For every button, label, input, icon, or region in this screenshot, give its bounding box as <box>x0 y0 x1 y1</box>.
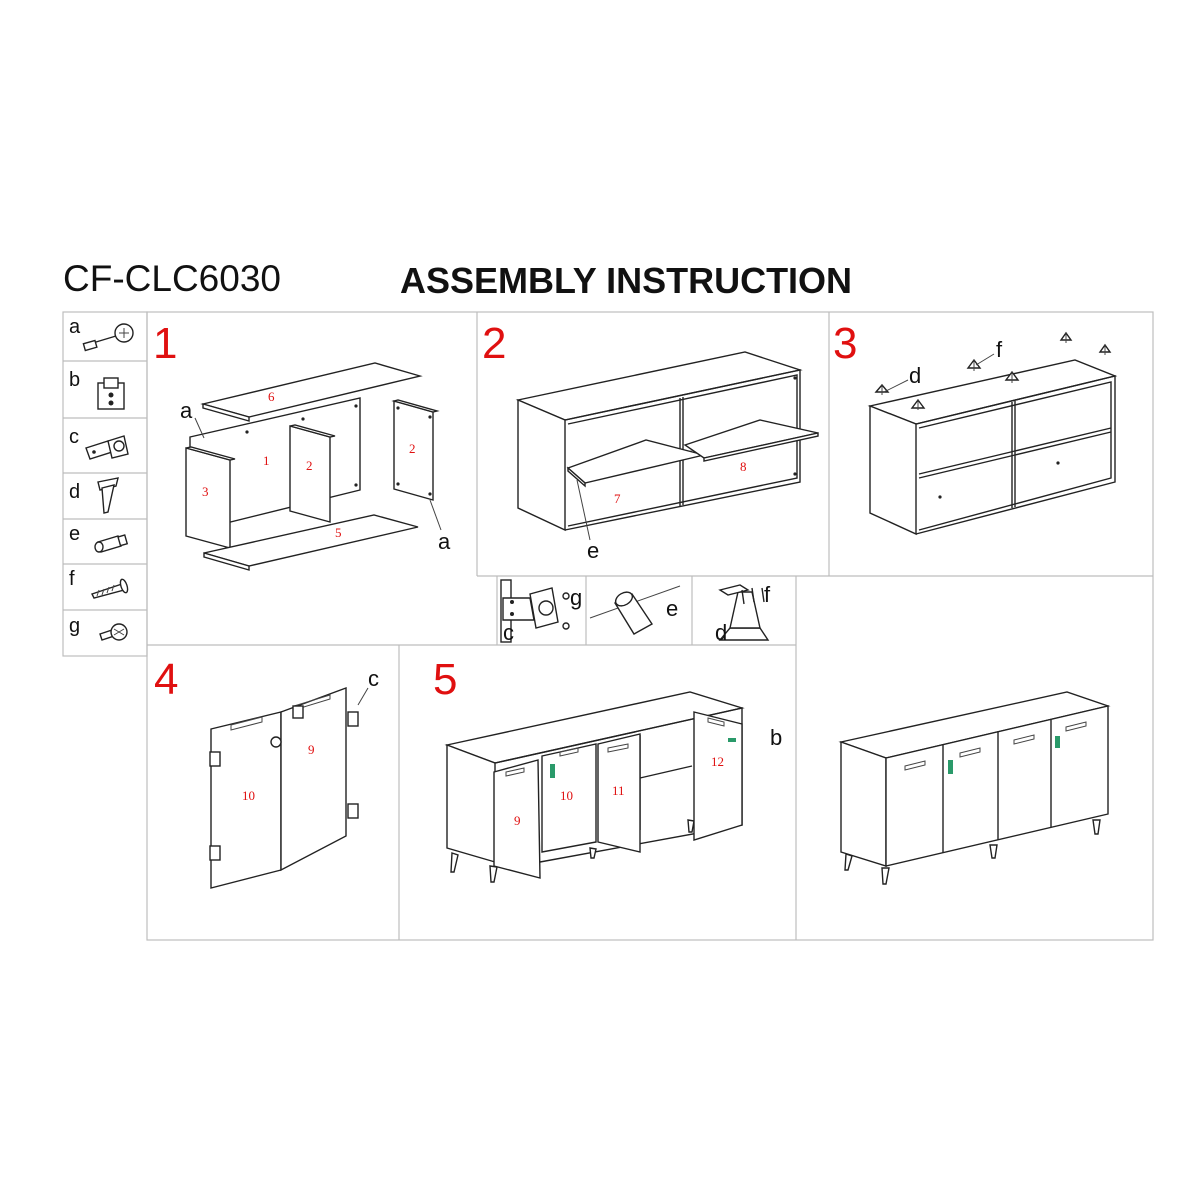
step-1: 1 6 1 3 2 2 5 a a <box>153 319 451 571</box>
part-label: 5 <box>335 525 342 540</box>
key-lock <box>948 760 953 774</box>
hardware-g: g <box>69 615 128 641</box>
hardware-d: d <box>69 477 119 514</box>
hardware-callout: b <box>770 725 782 750</box>
step-2: 2 7 8 e <box>482 319 819 563</box>
step-number: 2 <box>482 319 506 368</box>
part-2-divider-panel <box>289 425 331 523</box>
part-label: 7 <box>614 491 621 506</box>
hardware-letter: c <box>69 426 79 448</box>
dowel-icon <box>94 534 129 553</box>
part-label: 12 <box>711 754 724 769</box>
door-handle <box>904 760 926 771</box>
short-screw-icon <box>99 623 128 641</box>
cabinet-side <box>840 741 887 867</box>
hinge-plate-icon <box>97 377 125 410</box>
leg <box>489 865 498 883</box>
hinge-icon <box>502 587 559 629</box>
cam-lock-bolt-icon <box>82 323 134 352</box>
detail-leg: f d <box>715 582 771 645</box>
key-lock <box>1055 736 1060 748</box>
step-3: 3 d f <box>833 319 1118 536</box>
cabinet-side <box>517 398 566 532</box>
detail-hinge: g c <box>500 579 582 645</box>
hardware-callout: f <box>764 582 771 607</box>
hardware-callout: a <box>438 529 451 554</box>
part-label: 1 <box>263 453 270 468</box>
door-handle <box>1065 721 1087 732</box>
part-label: 3 <box>202 484 209 499</box>
hardware-b: b <box>69 369 125 410</box>
hardware-callout: f <box>996 337 1003 362</box>
hardware-letter: g <box>69 615 80 637</box>
panel-grid <box>62 311 1154 941</box>
hardware-letter: e <box>69 523 80 545</box>
hinge-icon <box>85 435 129 460</box>
door-handle <box>1013 734 1035 745</box>
leg <box>881 867 890 885</box>
part-label: 11 <box>612 783 625 798</box>
door-9 <box>280 686 347 872</box>
part-label: 2 <box>409 441 416 456</box>
cabinet-front <box>885 705 1109 867</box>
part-label: 10 <box>242 788 255 803</box>
leg <box>589 847 597 859</box>
step-5: 5 9 10 11 12 b <box>433 655 782 883</box>
step-number: 4 <box>154 655 178 704</box>
part-label: 8 <box>740 459 747 474</box>
hinge-icon <box>209 705 359 861</box>
hardware-e: e <box>69 523 129 553</box>
hardware-c: c <box>69 426 129 460</box>
hardware-letter: b <box>69 369 80 391</box>
cabinet-leg-icon <box>718 584 770 641</box>
hardware-letter: f <box>69 568 75 590</box>
hardware-letter: d <box>69 481 80 503</box>
dowel-icon <box>614 591 654 635</box>
part-label: 6 <box>268 389 275 404</box>
leg <box>687 819 695 833</box>
leg <box>844 853 853 871</box>
door-9 <box>493 759 541 879</box>
step-number: 5 <box>433 655 457 704</box>
hardware-callout: g <box>570 585 582 610</box>
step-number: 1 <box>153 319 177 368</box>
part-label: 10 <box>560 788 573 803</box>
detail-dowel: e <box>589 585 681 635</box>
door-12 <box>693 711 743 841</box>
step-number: 3 <box>833 319 857 368</box>
part-label: 9 <box>514 813 521 828</box>
cabinet-leg-icon <box>874 331 1112 410</box>
cabinet-side <box>446 743 496 863</box>
step-4: 4 10 9 c <box>154 655 379 889</box>
part-label: 9 <box>308 742 315 757</box>
part-5-bottom-panel <box>203 514 419 567</box>
door-handle <box>959 747 981 758</box>
hardware-f: f <box>69 568 129 599</box>
cabinet-top <box>867 359 1118 425</box>
hardware-callout: c <box>503 620 514 645</box>
finished-cabinet <box>838 691 1111 885</box>
hardware-callout: e <box>587 538 599 563</box>
cabinet-leg-icon <box>97 477 119 514</box>
hardware-callout: e <box>666 596 678 621</box>
page-title: ASSEMBLY INSTRUCTION <box>400 260 853 301</box>
leg <box>1092 819 1101 835</box>
cabinet-top <box>515 351 803 421</box>
screw-icon <box>91 578 129 599</box>
door-11 <box>597 733 641 853</box>
leg <box>989 844 998 859</box>
hardware-callout: a <box>180 398 193 423</box>
hardware-a: a <box>69 316 134 352</box>
hardware-callout: c <box>368 666 379 691</box>
part-label: 2 <box>306 458 313 473</box>
screw-icon <box>741 587 765 605</box>
hardware-callout: d <box>909 363 921 388</box>
model-number: CF-CLC6030 <box>63 258 281 299</box>
hardware-callout: d <box>715 620 727 645</box>
hardware-letter: a <box>69 316 81 338</box>
cabinet-side <box>869 404 917 536</box>
leg <box>450 852 459 873</box>
